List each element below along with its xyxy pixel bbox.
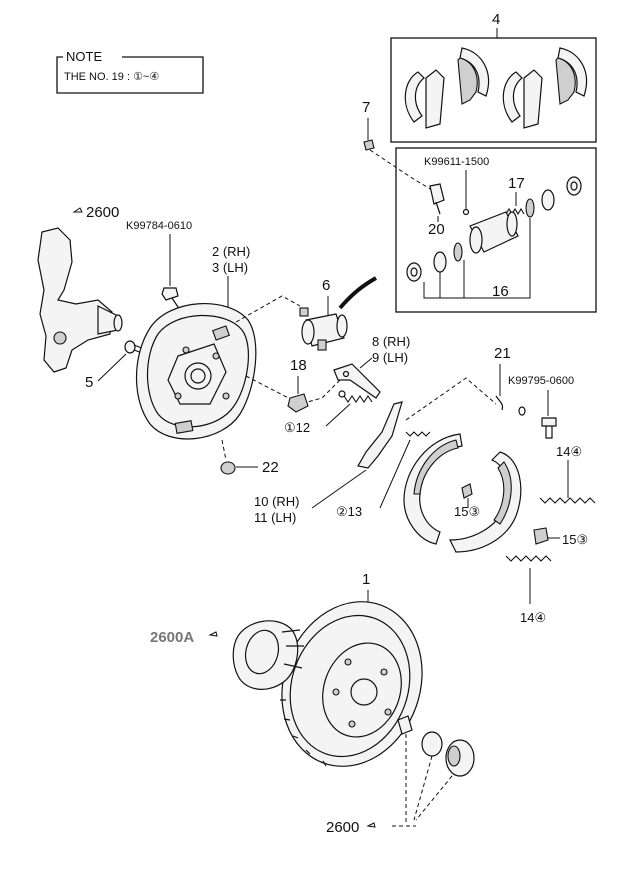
dashed-link-plate-plug bbox=[221, 439, 227, 461]
callout-3: 3 (LH) bbox=[212, 260, 248, 275]
part-22-plug: 22 bbox=[220, 459, 279, 476]
part-17-spring: 17 bbox=[505, 175, 525, 216]
dashed-link-plate-spring bbox=[245, 371, 349, 405]
callout-20: 20 bbox=[428, 221, 445, 238]
reference-2600-bottom-label: 2600 bbox=[326, 819, 359, 836]
cylinder-body bbox=[469, 211, 519, 254]
callout-5: 5 bbox=[85, 374, 93, 391]
callout-13: ②13 bbox=[336, 504, 362, 519]
part-6-wheel-cylinder: 6 bbox=[299, 277, 348, 351]
cylinder-seals-left bbox=[406, 242, 463, 282]
bolt-k99784-label: K99784-0610 bbox=[126, 220, 192, 232]
shoes-kit-frame bbox=[390, 37, 597, 143]
part-10-11-strut: 10 (RH) 11 (LH) bbox=[254, 401, 403, 525]
part-14-spring-a: 14④ bbox=[539, 444, 596, 504]
reference-2600-top: 2600 bbox=[72, 204, 119, 221]
part-21-clip: 21 bbox=[405, 345, 526, 421]
bolt-k99784: K99784-0610 bbox=[126, 220, 192, 311]
reference-arrow-icon bbox=[366, 822, 376, 828]
callout-12: ①12 bbox=[284, 420, 310, 435]
reference-2600a: 2600A bbox=[150, 629, 218, 646]
part-13-spring: ②13 bbox=[336, 431, 431, 519]
part-15-pin-b: 15③ bbox=[533, 527, 588, 547]
shoe-pair-1 bbox=[404, 47, 490, 129]
callout-2: 2 (RH) bbox=[212, 244, 250, 259]
callout-17: 17 bbox=[508, 175, 525, 192]
callout-9: 9 (LH) bbox=[372, 350, 408, 365]
part-16-kit: 16 bbox=[423, 218, 531, 300]
part-7-cap: 7 bbox=[362, 99, 433, 191]
callout-4: 4 bbox=[492, 11, 500, 28]
part-2-3-backing-plate: 2 (RH) 3 (LH) bbox=[136, 244, 257, 440]
bolt-k99795: K99795-0600 bbox=[508, 375, 574, 439]
callout-22: 22 bbox=[262, 459, 279, 476]
cylinder-seals-right bbox=[525, 176, 582, 218]
shoe-pair-2 bbox=[502, 47, 588, 129]
bolt-k99611-label: K99611-1500 bbox=[424, 156, 489, 168]
note-title: NOTE bbox=[66, 49, 102, 64]
part-12-spring: ①12 bbox=[284, 390, 373, 435]
dashed-link-plate-cylinder bbox=[235, 295, 301, 323]
callout-14b: 14④ bbox=[520, 610, 546, 625]
reference-2600-bottom: 2600 bbox=[326, 819, 376, 836]
reference-2600a-label: 2600A bbox=[150, 629, 194, 646]
callout-1: 1 bbox=[362, 571, 370, 588]
callout-16: 16 bbox=[492, 283, 509, 300]
brake-shoe-rear bbox=[449, 451, 522, 553]
detail-box-cylinder: K99611-1500 20 17 bbox=[395, 147, 597, 313]
callout-14a: 14④ bbox=[556, 444, 582, 459]
callout-11: 11 (LH) bbox=[254, 510, 296, 525]
part-15-pin-a: 15③ bbox=[454, 483, 480, 519]
callout-8: 8 (RH) bbox=[372, 334, 410, 349]
detail-box-shoes: 4 bbox=[390, 11, 597, 143]
wheel-hub bbox=[232, 620, 304, 690]
part-8-9-lever: 8 (RH) 9 (LH) bbox=[333, 334, 410, 399]
reference-2600-top-label: 2600 bbox=[86, 204, 119, 221]
brake-shoe-front bbox=[403, 433, 463, 545]
callout-18: 18 bbox=[290, 357, 307, 374]
part-14-spring-b: 14④ bbox=[505, 555, 552, 625]
dashed-link-bearings bbox=[392, 734, 453, 827]
note-box: NOTE THE NO. 19 : ①~④ bbox=[56, 49, 204, 94]
bolt-k99795-label: K99795-0600 bbox=[508, 375, 574, 387]
reference-arrow-icon bbox=[72, 207, 83, 213]
callout-15a: 15③ bbox=[454, 504, 480, 519]
callout-15b: 15③ bbox=[562, 532, 588, 547]
part-18-nut: 18 bbox=[287, 357, 309, 413]
steering-knuckle bbox=[37, 227, 123, 373]
callout-21: 21 bbox=[494, 345, 511, 362]
cylinder-kit-frame bbox=[395, 147, 597, 313]
note-text: THE NO. 19 : ①~④ bbox=[64, 71, 159, 83]
part-20-bleeder: 20 bbox=[428, 183, 445, 238]
part-1-drum: 1 bbox=[277, 571, 423, 767]
reference-arrow-icon bbox=[208, 631, 218, 637]
callout-10: 10 (RH) bbox=[254, 494, 300, 509]
hub-bearing-parts bbox=[397, 715, 475, 777]
callout-6: 6 bbox=[322, 277, 330, 294]
detail-pointer bbox=[338, 276, 377, 310]
callout-7: 7 bbox=[362, 99, 370, 116]
